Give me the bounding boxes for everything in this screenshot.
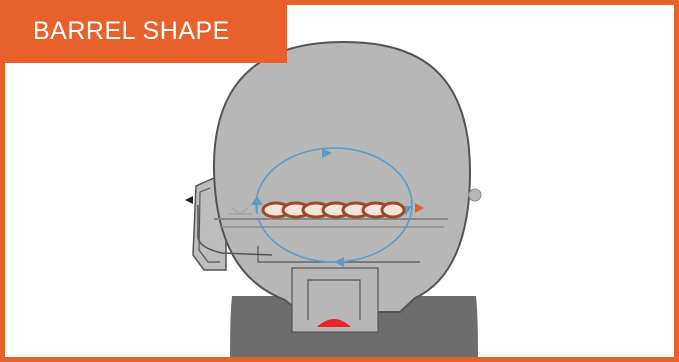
title-banner: BARREL SHAPE — [0, 0, 287, 63]
page-title: BARREL SHAPE — [33, 17, 230, 46]
food-piece — [382, 203, 404, 217]
hinge-arrow-icon — [185, 196, 193, 204]
skewer-food — [263, 203, 404, 217]
side-knob — [469, 189, 481, 201]
